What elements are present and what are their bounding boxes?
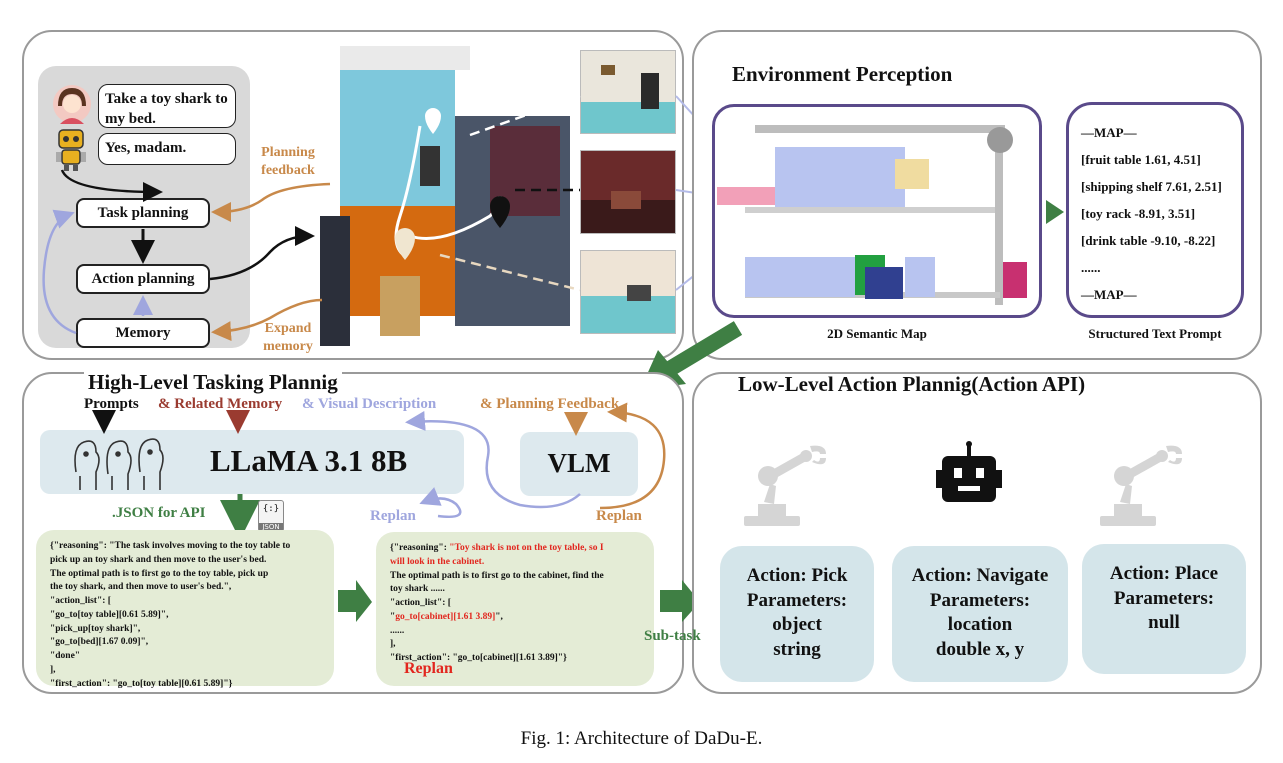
llm-box [40,430,464,494]
json-output-initial: {"reasoning": "The task involves moving … [36,530,334,689]
user-avatar-icon [53,85,91,124]
robot-arm-icon [1100,445,1182,526]
json2-text: {"reasoning": [390,543,450,553]
structured-prompt-frame: —MAP— [fruit table 1.61, 4.51] [shipping… [1066,102,1244,318]
prompt-line: [shipping shelf 7.61, 2.51] [1081,179,1222,194]
prompt-line: [drink table -9.10, -8.22] [1081,233,1216,248]
user-message-bubble: Take a toy shark to my bed. [98,84,236,128]
input-visual: & Visual Description [302,396,437,412]
high-title: High-Level Tasking Plannig [84,370,342,395]
planning-feedback-label: Planning feedback [261,145,315,178]
llm-label: LLaMA 3.1 8B [210,443,408,478]
room-photo-2 [580,150,676,234]
action-line: Action: Place [1109,563,1219,584]
low-title: Low-Level Action Plannig(Action API) [738,372,1086,396]
semantic-map-frame [712,104,1042,318]
robot-head-icon [936,441,1002,502]
structured-prompt-caption: Structured Text Prompt [1088,326,1222,341]
vlm-label: VLM [547,448,611,478]
prompt-line: —MAP— [1081,287,1137,302]
json2-highlight: go_to[cabinet][1.61 3.89] [395,611,496,622]
high-level-arrows [92,402,700,622]
vlm-box [520,432,638,496]
action-card-place: Action: Place Parameters: null [1082,544,1246,674]
top-left-arrows [42,94,700,342]
replan-label-left: Replan [370,508,416,524]
json2-text: ", ...... ], "first_action": "go_to[cabi… [390,611,567,664]
room-photo-1 [580,50,676,134]
semantic-map-caption: 2D Semantic Map [827,326,927,341]
input-prompts: Prompts [84,396,139,412]
prompt-line: ...... [1081,260,1101,275]
json-icon-text: JSON [259,523,283,531]
robot-avatar-icon [56,129,86,171]
action-line: Action: Navigate [911,565,1049,586]
action-line: double x, y [935,639,1025,661]
input-feedback: & Planning Feedback [480,396,620,412]
action-line: object [772,614,822,636]
subtask-label: Sub-task [644,628,701,644]
replan-label-right: Replan [596,508,642,524]
expand-memory-label: Expand memory [263,321,313,354]
env-title: Environment Perception [732,62,953,86]
action-card-pick: Action: Pick Parameters: object string [720,546,874,682]
action-planning-box: Action planning [76,264,210,294]
input-memory: & Related Memory [158,396,283,412]
json-output-replan: {"reasoning": "Toy shark is not on the t… [376,532,654,686]
action-line: location [947,614,1013,636]
memory-box: Memory [76,318,210,348]
robot-reply-bubble: Yes, madam. [98,133,236,165]
action-line: Action: Pick [746,565,848,586]
json-file-icon: {:} JSON [258,500,284,532]
action-card-navigate: Action: Navigate Parameters: location do… [892,546,1068,682]
action-line: Parameters: [929,589,1031,611]
action-line: string [773,639,821,661]
action-line: null [1148,612,1180,634]
green-arrow-map-to-prompt [1046,200,1064,224]
json-for-api-label: .JSON for API [112,505,206,521]
json2-highlight: "Toy shark is not on the toy table, so I… [390,543,604,567]
figure-caption: Fig. 1: Architecture of DaDu-E. [520,728,763,749]
prompt-line: —MAP— [1081,125,1137,140]
prompt-line: [toy rack -8.91, 3.51] [1081,206,1196,221]
alpaca-icon [74,438,164,490]
task-planning-box: Task planning [76,198,210,228]
replan-red-label: Replan [404,660,453,677]
floor-plan-image [320,46,570,356]
robot-arm-icon [744,445,826,526]
action-line: Parameters: [1113,587,1215,609]
action-line: Parameters: [746,589,848,611]
prompt-line: [fruit table 1.61, 4.51] [1081,152,1201,167]
json-icon-glyph: {:} [262,504,280,514]
json2-text: The optimal path is to first go to the c… [390,570,604,622]
room-photo-3 [580,250,676,334]
